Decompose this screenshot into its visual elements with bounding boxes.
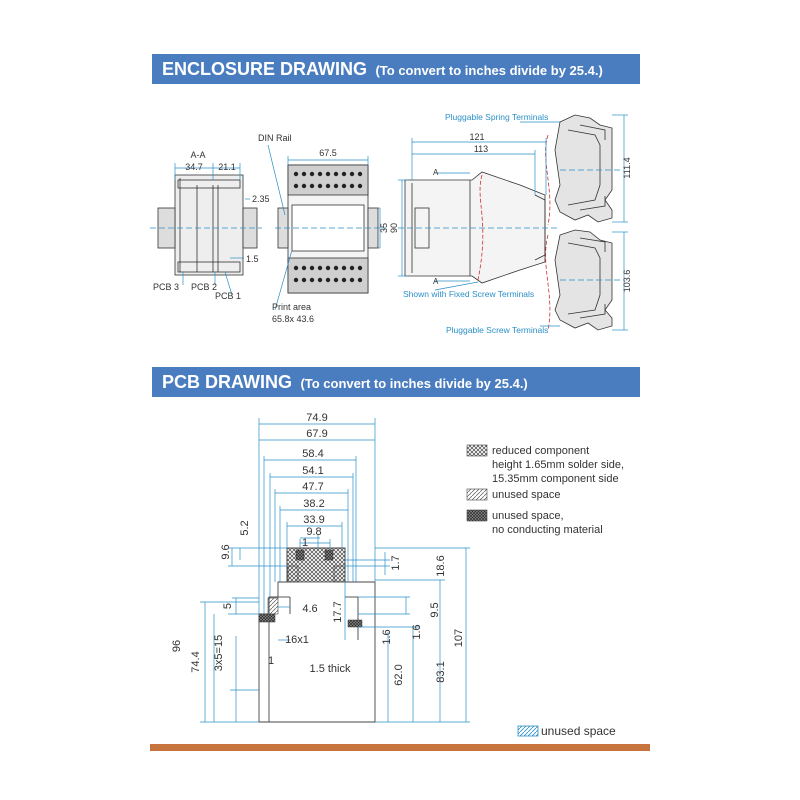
dim-16x1: 16x1 bbox=[285, 634, 309, 646]
legend-swatch-noconduct bbox=[466, 509, 488, 522]
dim-111-4: 111.4 bbox=[622, 157, 632, 178]
dim-103-6: 103.6 bbox=[622, 270, 632, 293]
dim-67-5: 67.5 bbox=[319, 148, 337, 158]
section-label: A-A bbox=[190, 150, 205, 160]
legend-noconduct-line2: no conducting material bbox=[492, 524, 603, 536]
print-area-size: 65.8x 43.6 bbox=[272, 314, 314, 324]
footer-bar bbox=[150, 744, 650, 751]
dim-2-35: 2.35 bbox=[252, 194, 270, 204]
legend-reduced-line3: 15.35mm component side bbox=[492, 473, 619, 485]
dim-5-2: 5.2 bbox=[239, 520, 251, 535]
print-area-label: Print area bbox=[272, 302, 311, 312]
legend-reduced-line1: reduced component bbox=[492, 445, 589, 457]
pcb2-label: PCB 2 bbox=[191, 282, 217, 292]
legend-swatch-unused bbox=[466, 488, 488, 501]
dim-34-7: 34.7 bbox=[185, 162, 203, 172]
front-view bbox=[277, 164, 379, 294]
dim-9-5: 9.5 bbox=[429, 602, 441, 617]
dim-74-4: 74.4 bbox=[190, 651, 202, 672]
side-view bbox=[404, 171, 546, 284]
pcb-dimension-lines bbox=[200, 418, 470, 723]
dim-5: 5 bbox=[222, 603, 234, 609]
dim-62-0: 62.0 bbox=[393, 664, 405, 685]
front-terminal-dots bbox=[293, 171, 363, 283]
legend-unused: unused space bbox=[492, 489, 561, 501]
dim-4-6: 4.6 bbox=[302, 603, 317, 615]
pcb-subtitle: (To convert to inches divide by 25.4.) bbox=[300, 376, 528, 391]
dim-113: 113 bbox=[474, 144, 488, 154]
dim-54-1: 54.1 bbox=[302, 465, 323, 477]
dim-90: 90 bbox=[389, 223, 399, 233]
din-rail-label: DIN Rail bbox=[258, 133, 292, 143]
spring-terminals-label: Pluggable Spring Terminals bbox=[445, 112, 548, 122]
no-conduct-area-d bbox=[347, 619, 363, 628]
thickness-label: 1.5 thick bbox=[310, 663, 351, 675]
enclosure-title: ENCLOSURE DRAWING bbox=[162, 59, 368, 79]
pcb1-label: PCB 1 bbox=[215, 291, 241, 301]
enclosure-subtitle: (To convert to inches divide by 25.4.) bbox=[375, 63, 603, 78]
bottom-legend-swatch bbox=[517, 725, 539, 737]
legend-swatch-reduced bbox=[466, 444, 488, 457]
dim-1-5: 1.5 bbox=[246, 254, 259, 264]
spring-terminal-block bbox=[554, 114, 613, 223]
dim-17-7: 17.7 bbox=[332, 601, 344, 622]
dim-1-left: 1 bbox=[268, 655, 274, 667]
unused-area-left bbox=[287, 565, 299, 583]
front-dimensions bbox=[267, 144, 385, 311]
unused-area-small bbox=[267, 597, 279, 615]
dim-38-2: 38.2 bbox=[303, 498, 324, 510]
screw-terminals-label: Pluggable Screw Terminals bbox=[446, 325, 548, 335]
dim-1-top: 1 bbox=[302, 537, 308, 549]
dim-67-9: 67.9 bbox=[306, 428, 327, 440]
dim-74-9: 74.9 bbox=[306, 412, 327, 424]
dim-9-8: 9.8 bbox=[306, 526, 321, 538]
dim-21-1: 21.1 bbox=[218, 162, 236, 172]
dim-83-1: 83.1 bbox=[435, 661, 447, 682]
pcb-legend: reduced component height 1.65mm solder s… bbox=[466, 444, 624, 536]
dim-121: 121 bbox=[469, 132, 484, 142]
a-mark-top: A bbox=[433, 168, 439, 177]
dim-18-6: 18.6 bbox=[435, 555, 447, 576]
dim-33-9: 33.9 bbox=[303, 514, 324, 526]
dim-35: 35 bbox=[379, 223, 389, 233]
dim-58-4: 58.4 bbox=[302, 448, 323, 460]
dim-1-6-a: 1.6 bbox=[381, 629, 393, 644]
pcb-drawing-banner: PCB DRAWING (To convert to inches divide… bbox=[152, 367, 640, 397]
fixed-terminals-label: Shown with Fixed Screw Terminals bbox=[403, 289, 534, 299]
no-conduct-area-b bbox=[324, 549, 334, 561]
side-dimensions bbox=[398, 121, 560, 327]
dim-47-7: 47.7 bbox=[302, 481, 323, 493]
no-conduct-area-c bbox=[258, 613, 276, 623]
dim-1-6-b: 1.6 bbox=[411, 624, 423, 639]
section-dimensions bbox=[174, 163, 250, 296]
dim-9-6: 9.6 bbox=[220, 544, 232, 559]
dim-107: 107 bbox=[453, 629, 465, 647]
terminal-dimensions bbox=[560, 114, 628, 331]
dim-1-7: 1.7 bbox=[390, 555, 402, 570]
pcb-title: PCB DRAWING bbox=[162, 372, 292, 392]
a-mark-bottom: A bbox=[433, 277, 439, 286]
legend-noconduct-line1: unused space, bbox=[492, 510, 564, 522]
enclosure-drawing-banner: ENCLOSURE DRAWING (To convert to inches … bbox=[152, 54, 640, 84]
legend-reduced-line2: height 1.65mm solder side, bbox=[492, 459, 624, 471]
bottom-legend-label: unused space bbox=[541, 724, 616, 738]
unused-area-right bbox=[333, 565, 346, 583]
dim-3x5: 3x5=15 bbox=[213, 635, 225, 671]
dim-96: 96 bbox=[171, 640, 183, 652]
pcb3-label: PCB 3 bbox=[153, 282, 179, 292]
no-conduct-area-a bbox=[295, 549, 305, 561]
